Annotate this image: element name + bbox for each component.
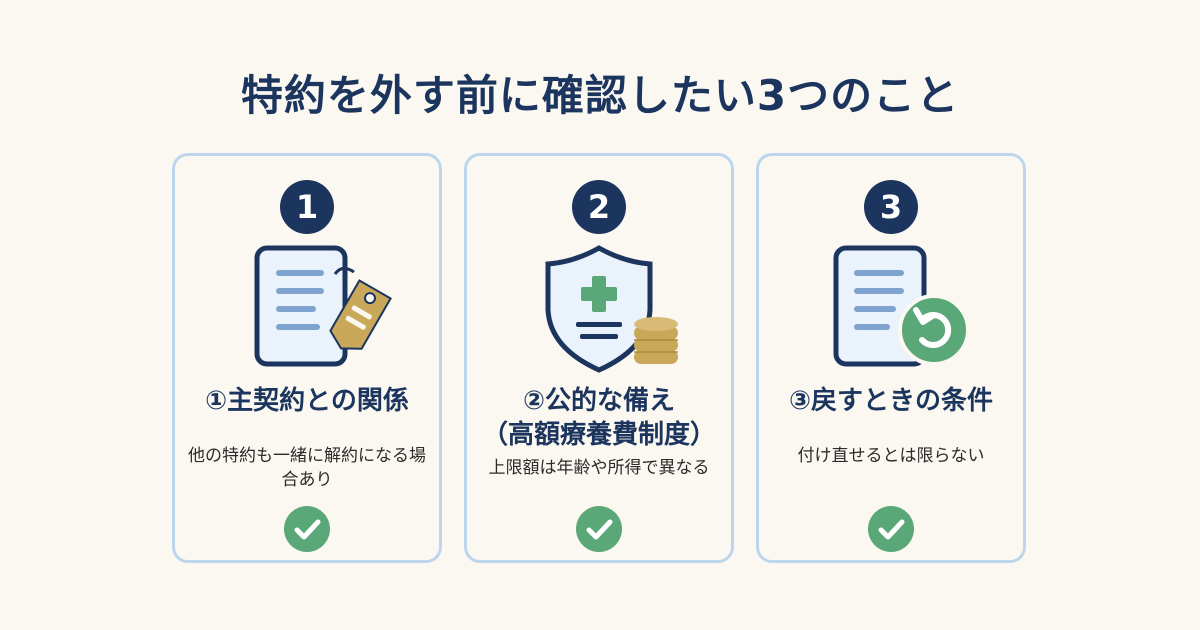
- checkmark-icon: [284, 506, 330, 552]
- card-public-coverage: 2 ②公的な備え （高額療養費制度） 上限額は年齢や所得で異なる: [464, 153, 734, 563]
- card-restore-conditions: 3 ③戻すときの条件 付け直せるとは限らない: [756, 153, 1026, 563]
- card-main-contract: 1 ①主契約との関係 他の特約も一緒に解約になる場合あり: [172, 153, 442, 563]
- checkmark-icon: [868, 506, 914, 552]
- step-number-badge: 3: [864, 180, 918, 234]
- card-description: 付け直せるとは限らない: [797, 446, 985, 466]
- card-heading: ③戻すときの条件: [788, 386, 993, 416]
- card-heading: ②公的な備え （高額療養費制度）: [467, 384, 731, 452]
- card-description: 他の特約も一緒に解約になる場合あり: [188, 446, 426, 490]
- document-undo-icon: [833, 245, 970, 367]
- card-heading-line1: ②公的な備え: [522, 386, 675, 416]
- checkmark-icon: [576, 506, 622, 552]
- document-tag-icon: [254, 245, 392, 367]
- card-heading-line2: （高額療養費制度）: [481, 420, 716, 450]
- card-heading: ①主契約との関係: [205, 386, 409, 416]
- shield-coins-icon: [545, 245, 678, 373]
- step-number-badge: 1: [280, 180, 334, 234]
- card-description: 上限額は年齢や所得で異なる: [488, 458, 710, 478]
- step-number-badge: 2: [572, 180, 626, 234]
- page-title: 特約を外す前に確認したい3つのこと: [240, 71, 960, 120]
